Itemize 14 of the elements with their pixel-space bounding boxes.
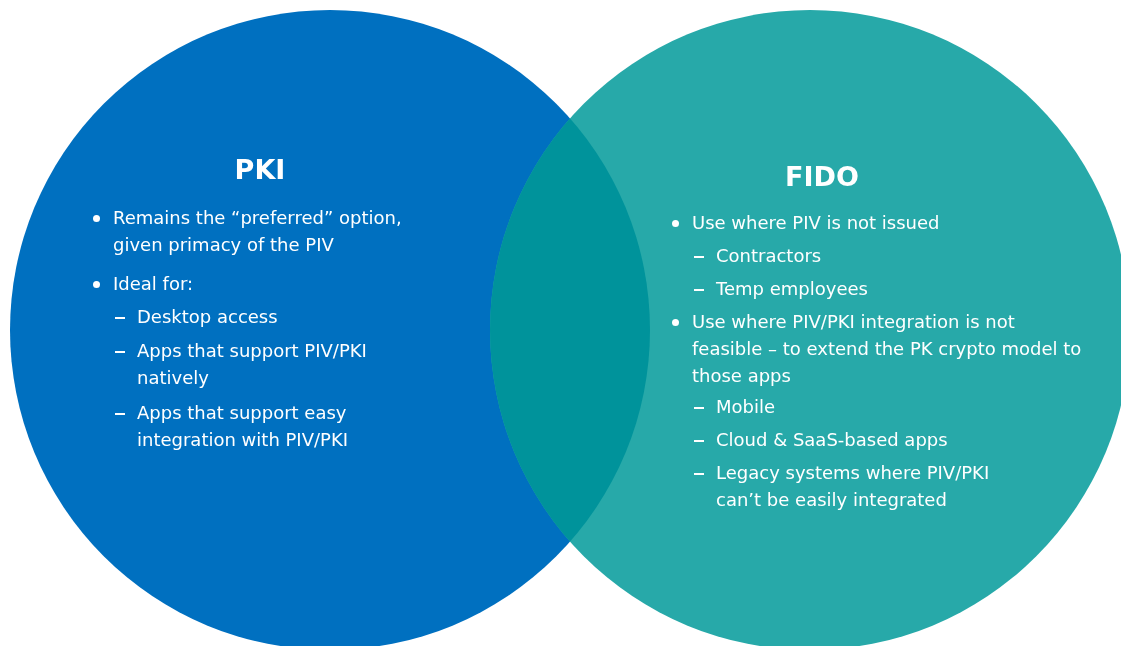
sub-item: Contractors bbox=[716, 244, 823, 268]
sub-item: Desktop access bbox=[137, 305, 279, 329]
sub-item: Apps that support easy integration with PIV/PKI bbox=[137, 401, 350, 452]
sub-item: Apps that support PIV/PKI natively bbox=[137, 339, 368, 390]
bullet-item: Use where PIV/PKI integration is not feasible – to extend the PK crypto model to those apps bbox=[692, 310, 1083, 388]
sub-item: Temp employees bbox=[716, 277, 869, 301]
bullet-item: Use where PIV is not issued bbox=[692, 211, 941, 235]
bullet-item: Remains the “preferred” option, given primacy of the PIV bbox=[113, 206, 403, 257]
sub-item: Cloud & SaaS-based apps bbox=[716, 428, 949, 452]
circle-title: PKI bbox=[234, 156, 286, 183]
sub-item: Mobile bbox=[716, 395, 777, 419]
sub-item: Legacy systems where PIV/PKI can’t be easily integrated bbox=[716, 461, 991, 512]
circle-title: FIDO bbox=[785, 163, 859, 190]
bullet-item: Ideal for: bbox=[113, 272, 195, 296]
